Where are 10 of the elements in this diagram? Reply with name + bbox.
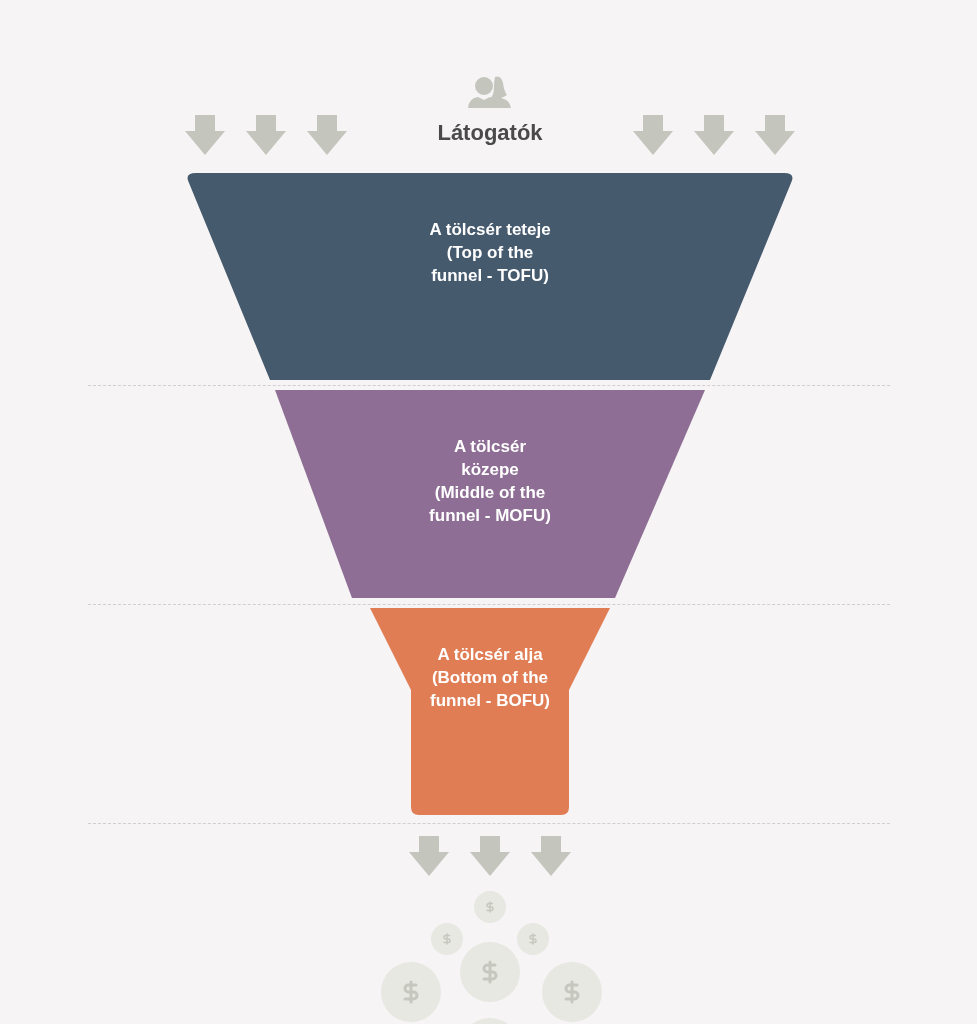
stage-label: (Middle of the funnel - MOFU) [428, 482, 552, 527]
stage-label: A tölcsér teteje [428, 219, 552, 241]
funnel-stage [186, 173, 794, 380]
stage-label: (Bottom of the funnel - BOFU) [429, 667, 551, 712]
stage-label: A tölcsér közepe [452, 436, 528, 481]
heading: Látogatók [436, 119, 544, 147]
funnel-stage [370, 608, 610, 815]
stage-label: A tölcsér alja [436, 644, 544, 666]
funnel-stage [275, 390, 705, 598]
stage-label: (Top of the funnel - TOFU) [430, 242, 550, 287]
